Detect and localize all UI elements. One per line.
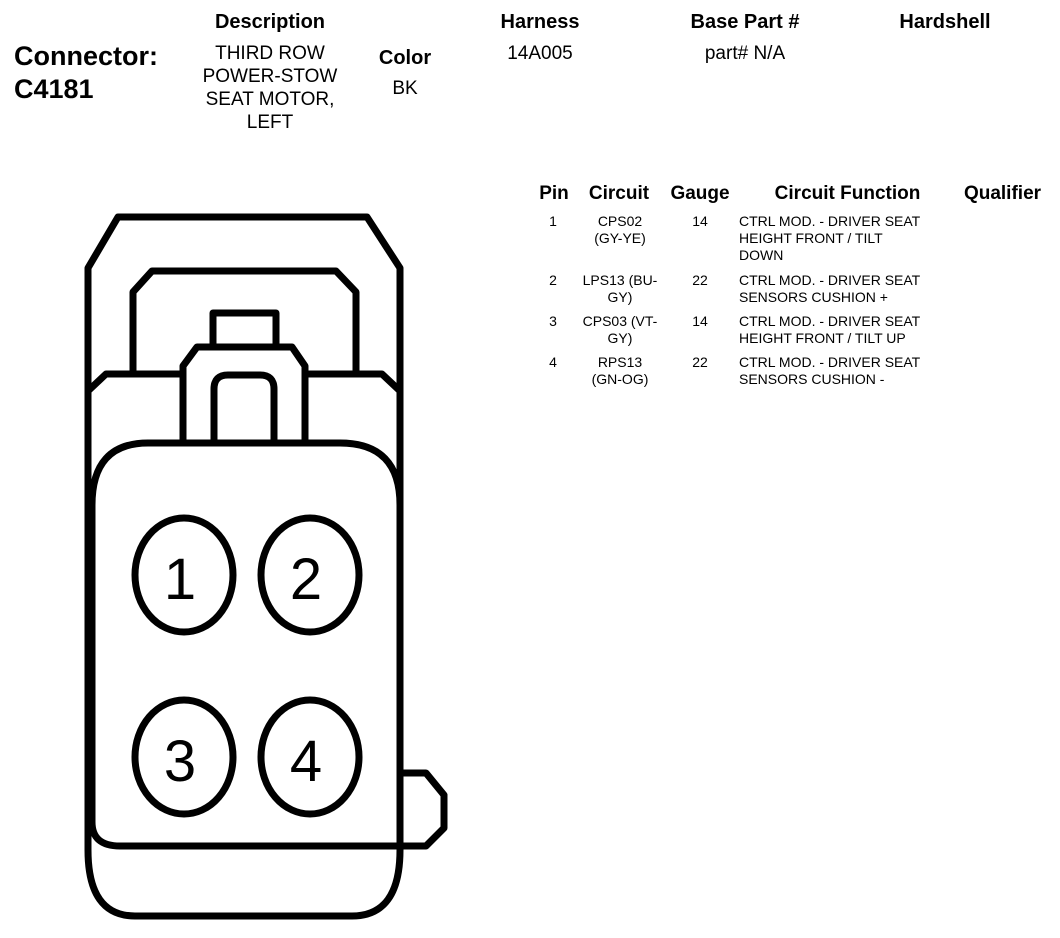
function-line: HEIGHT FRONT / TILT xyxy=(739,230,883,246)
circuit-line: CPS03 (VT- xyxy=(582,313,658,329)
pin-label-4: 4 xyxy=(290,729,322,794)
description-line: THIRD ROW xyxy=(215,43,325,64)
circuit-line: (GN-OG) xyxy=(591,371,649,387)
connector-title: Connector: C4181 xyxy=(14,40,158,106)
latch-tab xyxy=(209,309,280,351)
harness-heading: Harness xyxy=(500,11,580,33)
base-part-value: part# N/A xyxy=(704,43,786,64)
gauge-cell: 14 xyxy=(692,213,708,229)
function-line: SENSORS CUSHION - xyxy=(739,371,885,387)
circuit-cell: RPS13 (GN-OG) xyxy=(577,354,663,388)
side-key xyxy=(396,769,448,850)
circuit-line: GY) xyxy=(607,330,633,346)
description-line: LEFT xyxy=(246,112,294,133)
gauge-cell: 14 xyxy=(692,313,708,329)
function-cell: CTRL MOD. - DRIVER SEAT SENSORS CUSHION … xyxy=(739,272,959,306)
function-line: SENSORS CUSHION + xyxy=(739,289,888,305)
latch-body xyxy=(179,343,309,447)
function-line: CTRL MOD. - DRIVER SEAT xyxy=(739,313,921,329)
description-line: SEAT MOTOR, xyxy=(205,89,335,110)
pin-cavity-1 xyxy=(131,514,237,636)
gauge-cell: 22 xyxy=(692,272,708,288)
connector-id: C4181 xyxy=(14,74,94,104)
function-line: HEIGHT FRONT / TILT UP xyxy=(739,330,906,346)
pin-label-2: 2 xyxy=(290,547,322,612)
function-line: CTRL MOD. - DRIVER SEAT xyxy=(739,272,921,288)
inner-face xyxy=(88,439,404,850)
harness-value: 14A005 xyxy=(507,43,573,64)
col-header-qualifier: Qualifier xyxy=(963,183,1042,204)
circuit-line: CPS02 xyxy=(597,213,643,229)
latch-frame xyxy=(129,267,360,378)
function-line: CTRL MOD. - DRIVER SEAT xyxy=(739,213,921,229)
circuit-line: GY) xyxy=(607,289,633,305)
description-line: POWER-STOW xyxy=(202,66,338,87)
connector-label: Connector: xyxy=(14,41,158,71)
pin-cavity-4 xyxy=(257,696,363,818)
circuit-cell: LPS13 (BU- GY) xyxy=(577,272,663,306)
hardshell-heading: Hardshell xyxy=(899,11,991,33)
pin-label-1: 1 xyxy=(164,547,196,612)
housing-outline xyxy=(84,213,404,920)
col-header-function: Circuit Function xyxy=(774,183,921,204)
color-heading: Color xyxy=(378,47,432,69)
function-cell: CTRL MOD. - DRIVER SEAT SENSORS CUSHION … xyxy=(739,354,959,388)
pin-cavity-3 xyxy=(131,696,237,818)
pin-cavity-2 xyxy=(257,514,363,636)
pin-number: 1 xyxy=(549,213,557,229)
pin-number: 4 xyxy=(549,354,557,370)
function-line: CTRL MOD. - DRIVER SEAT xyxy=(739,354,921,370)
circuit-cell: CPS02 (GY-YE) xyxy=(577,213,663,247)
circuit-line: LPS13 (BU- xyxy=(582,272,658,288)
circuit-cell: CPS03 (VT- GY) xyxy=(577,313,663,347)
color-value: BK xyxy=(392,78,418,99)
function-cell: CTRL MOD. - DRIVER SEAT HEIGHT FRONT / T… xyxy=(739,313,959,347)
function-cell: CTRL MOD. - DRIVER SEAT HEIGHT FRONT / T… xyxy=(739,213,959,264)
col-header-gauge: Gauge xyxy=(670,183,730,204)
base-part-heading: Base Part # xyxy=(690,11,800,33)
function-line: DOWN xyxy=(739,247,784,263)
description-heading: Description xyxy=(214,11,326,33)
circuit-line: (GY-YE) xyxy=(594,230,646,246)
circuit-line: RPS13 xyxy=(597,354,643,370)
col-header-pin: Pin xyxy=(539,183,569,204)
shoulder-left xyxy=(84,370,187,395)
pin-label-3: 3 xyxy=(164,729,196,794)
pin-number: 2 xyxy=(549,272,557,288)
col-header-circuit: Circuit xyxy=(588,183,650,204)
pin-number: 3 xyxy=(549,313,557,329)
gauge-cell: 22 xyxy=(692,354,708,370)
description-value: THIRD ROW POWER-STOW SEAT MOTOR, LEFT xyxy=(185,42,355,134)
shoulder-right xyxy=(301,370,404,395)
latch-window xyxy=(210,371,278,447)
